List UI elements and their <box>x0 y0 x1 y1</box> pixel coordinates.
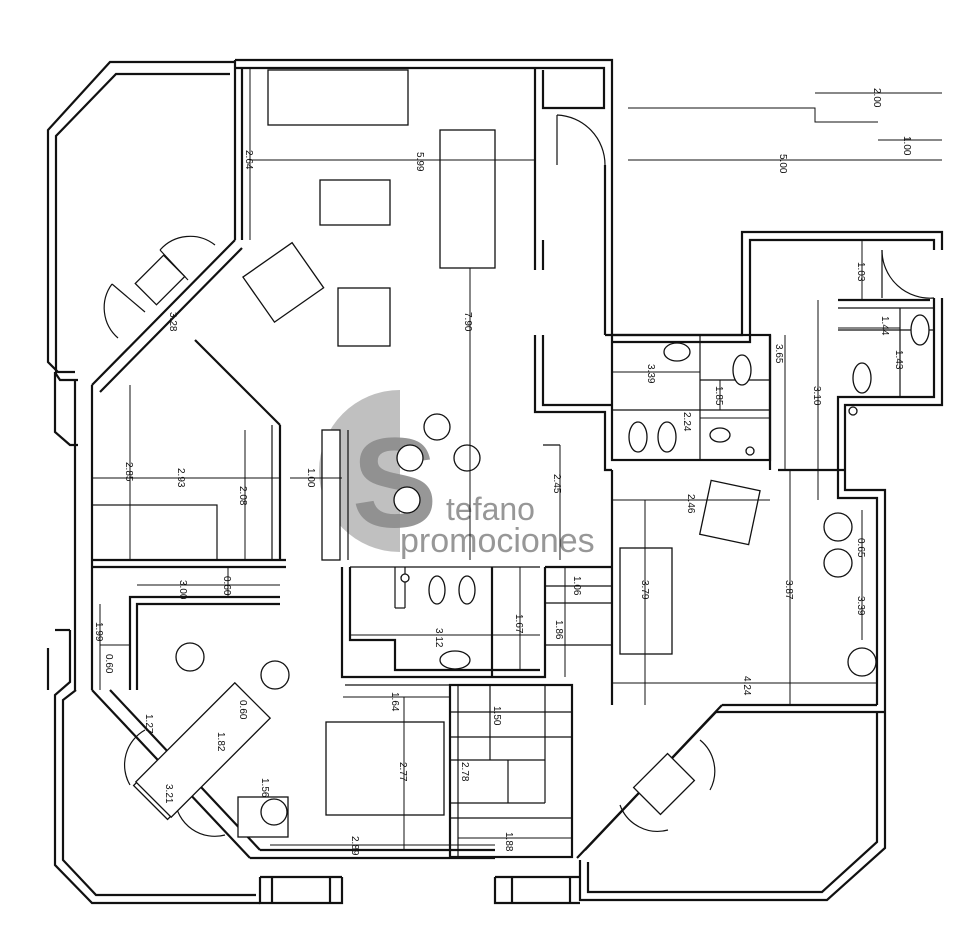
dim-label: 3.79 <box>639 580 650 600</box>
dim-label: 2.85 <box>123 462 134 482</box>
dim-label: 1.67 <box>513 614 524 634</box>
washbasin <box>852 362 872 394</box>
armchair-2 <box>242 241 325 324</box>
dim-label: 2.78 <box>459 762 470 782</box>
stool <box>453 444 481 472</box>
lamp <box>823 512 853 542</box>
stool <box>393 486 421 514</box>
outer-walls <box>46 58 944 905</box>
sofa <box>267 69 409 126</box>
dim-label: 1.06 <box>571 576 582 596</box>
dim-label: 3.87 <box>783 580 794 600</box>
watermark-tefano-text: tefano <box>446 491 535 527</box>
wardrobe <box>619 547 673 655</box>
dim-label: 3.65 <box>773 344 784 364</box>
shower-drain <box>709 427 731 443</box>
dim-label: 3.10 <box>811 386 822 406</box>
lamp <box>175 642 205 672</box>
door-top-left-2 <box>103 283 146 339</box>
shower-drain <box>745 446 755 456</box>
lamp <box>260 660 290 690</box>
stool <box>423 413 451 441</box>
dim-label: 1.85 <box>713 386 724 406</box>
dim-label: 3.00 <box>177 580 188 600</box>
dim-label: 2.00 <box>871 88 882 108</box>
dim-label: 3.21 <box>163 784 174 804</box>
dim-label: 0.60 <box>103 654 114 674</box>
sink <box>458 575 476 605</box>
sink <box>628 421 648 453</box>
bed <box>134 681 272 819</box>
dim-label: 3.39 <box>855 596 866 616</box>
armchair-3 <box>337 287 391 347</box>
dim-label: 1.82 <box>215 732 226 752</box>
dim-label: 0.65 <box>855 538 866 558</box>
dim-label: 2.46 <box>685 494 696 514</box>
dimension-labels: 2.00 1.00 5.00 2.64 5.99 7.90 3.28 2.85 … <box>93 88 912 856</box>
dim-label: 1.03 <box>855 262 866 282</box>
lamp <box>847 647 877 677</box>
watermark-promociones-text: promociones <box>400 522 595 560</box>
toilet <box>732 354 752 386</box>
dim-label: 1.44 <box>879 316 890 336</box>
watermark-s-letter: S <box>352 412 437 555</box>
table-long <box>439 129 496 269</box>
dim-label: 5.99 <box>414 152 425 172</box>
dim-label: 1.56 <box>259 778 270 798</box>
door-top-kitchen <box>556 114 606 166</box>
sink <box>657 421 677 453</box>
interior-walls <box>73 68 934 860</box>
dim-label: 3.28 <box>167 312 178 332</box>
dim-label: 2.08 <box>237 486 248 506</box>
door-right-bathroom <box>881 249 935 299</box>
dim-label: 0.60 <box>237 700 248 720</box>
sink <box>428 575 446 605</box>
dim-label: 1.99 <box>93 622 104 642</box>
kitchen-island <box>321 429 341 561</box>
dimension-lines <box>93 68 942 850</box>
fixtures <box>134 69 930 838</box>
dim-label: 1.86 <box>553 620 564 640</box>
armchair-1 <box>319 179 391 226</box>
drain <box>848 406 858 416</box>
dim-label: 2.93 <box>175 468 186 488</box>
dim-label: 1.00 <box>305 468 316 488</box>
dim-label: 7.90 <box>462 312 473 332</box>
door-top-left-1 <box>134 235 216 306</box>
stool <box>396 444 424 472</box>
door-bottom-right <box>619 739 716 832</box>
dim-label: 2.24 <box>681 412 692 432</box>
dim-label: 1.43 <box>893 350 904 370</box>
lamp <box>260 798 288 826</box>
dim-label: 3.39 <box>645 364 656 384</box>
dim-label: 1.88 <box>503 832 514 852</box>
desk <box>698 479 761 546</box>
dim-label: 2.64 <box>243 150 254 170</box>
bed <box>325 721 445 816</box>
toilet <box>910 314 930 346</box>
toilet <box>439 650 471 670</box>
washbasin <box>663 342 691 362</box>
dim-label: 0.60 <box>221 576 232 596</box>
dim-label: 2.89 <box>349 836 360 856</box>
dim-label: 5.00 <box>777 154 788 174</box>
dim-label: 2.77 <box>397 762 408 782</box>
dim-label: 1.50 <box>491 706 502 726</box>
lamp <box>823 548 853 578</box>
dim-label: 1.00 <box>901 136 912 156</box>
dim-label: 4.24 <box>741 676 752 696</box>
dim-label: 3.12 <box>433 628 444 648</box>
drain <box>400 573 410 583</box>
dim-label: 1.27 <box>143 714 154 734</box>
dim-label: 2.45 <box>551 474 562 494</box>
dim-label: 1.64 <box>389 692 400 712</box>
